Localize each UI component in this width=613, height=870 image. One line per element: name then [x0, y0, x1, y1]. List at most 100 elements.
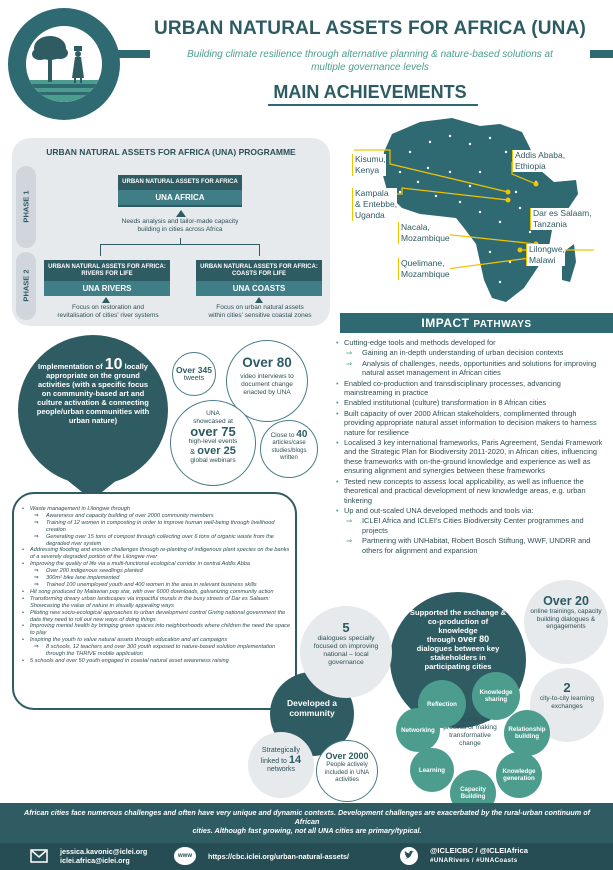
programme-title: URBAN NATURAL ASSETS FOR AFRICA (UNA) PR… — [46, 147, 296, 157]
tree-woman-icon — [26, 36, 102, 102]
tweets-label: tweets — [183, 375, 205, 382]
city-label-nacala: Nacala, Mozambique — [398, 222, 450, 244]
city-label-kisumu: Kisumu, Kenya — [352, 154, 386, 176]
city-name: Quelimane, — [401, 258, 445, 268]
articles-pre: Close to — [270, 432, 295, 439]
una-africa-desc-2: building in cities across Africa — [137, 226, 223, 233]
city-label-lilongwe: Lilongwe, Malawi — [526, 244, 565, 266]
twitter-handles[interactable]: @ICLEICBC / @ICLEIAfrica — [430, 846, 528, 855]
integral-text: Integral to the process of making transf… — [440, 716, 500, 748]
city-name: Nacala, — [401, 222, 430, 232]
ring-learning: Learning — [410, 748, 454, 792]
una-rivers-node: URBAN NATURAL ASSETS FOR AFRICA: RIVERS … — [44, 260, 170, 296]
exchange-line: stakeholders in — [430, 653, 486, 662]
dialogues-number: 5 — [342, 620, 350, 635]
list-item: Improving the quality of life via a mult… — [20, 561, 292, 568]
una-africa-desc-1: Needs analysis and tailor-made capacity — [121, 218, 239, 225]
arrow-up-icon — [176, 210, 186, 217]
articles-number: 40 — [296, 429, 308, 440]
impact-header-bar — [340, 313, 613, 333]
online-label: online trainings, capacity building dial… — [530, 608, 602, 630]
list-item: Improving mental health by bringing gree… — [20, 623, 292, 637]
city-country: Kenya — [355, 165, 380, 175]
city-label-addis: Addis Ababa, Ethiopia — [512, 150, 566, 172]
implementation-number: 10 — [104, 356, 123, 373]
footer-note-line-2: cities. Although fast growing, not all U… — [192, 826, 422, 835]
showcase-number-2: over 25 — [197, 444, 236, 457]
phase-2-label: PHASE 2 — [21, 269, 31, 302]
una-coasts-label: UNA COASTS — [196, 281, 322, 296]
city-name: Lilongwe, — [529, 244, 565, 254]
integral-label: Integral to the process of making transf… — [443, 716, 497, 747]
c2c-label: city-to-city learning exchanges — [539, 695, 595, 710]
footer-note-line-1: African cities face numerous challenges … — [24, 808, 590, 826]
community-label: Developed a community — [286, 698, 338, 718]
tweets-circle: Over 345 tweets — [172, 352, 216, 396]
email-block[interactable]: jessica.kavonic@iclei.org iclei.africa@i… — [60, 847, 147, 865]
list-item: Built capacity of over 2000 African stak… — [334, 409, 608, 437]
video-number: Over 80 — [242, 355, 292, 370]
una-coasts-description: Focus on urban natural assets within cit… — [192, 304, 328, 320]
una-africa-top-label: URBAN NATURAL ASSETS FOR AFRICA — [122, 179, 238, 185]
list-item: 5 schools and over 50 youth engaged in c… — [20, 658, 292, 665]
exchange-line: co-production of — [427, 617, 489, 626]
showcase-pre: UNA showcased at — [193, 410, 233, 425]
online-circle: Over 20 online trainings, capacity build… — [524, 580, 608, 664]
sub-list-item: Partnering with UNHabitat, Robert Bosch … — [334, 536, 608, 555]
video-label: video interviews to document change enac… — [240, 373, 294, 396]
una-africa-description: Needs analysis and tailor-made capacity … — [100, 218, 260, 234]
list-item: Hit song produced by Malawian pop star, … — [20, 589, 292, 596]
sub-list-item: Generating over 15 tons of compost throu… — [20, 534, 292, 548]
city-label-quelimane: Quelimane, Mozambique — [398, 258, 450, 280]
web-icon-label: www — [177, 853, 192, 859]
ring-label: Networking — [401, 726, 435, 734]
city-name: Kisumu, — [355, 154, 386, 164]
showcase-circle: UNA showcased at over 75 high-level even… — [170, 400, 256, 486]
implementation-text: Implementation of 10 locally appropriate… — [34, 357, 152, 426]
people-number: Over 2000 — [325, 751, 369, 761]
una-africa-label: UNA AFRICA — [118, 190, 242, 205]
linked-circle: Strategically linked to 14 networks — [248, 732, 314, 798]
una-rivers-desc-1: Focus on restoration and — [72, 304, 144, 311]
page-subtitle: Building climate resilience through alte… — [150, 46, 590, 76]
showcase-label-1: high-level events — [188, 438, 238, 445]
city-name: Kampala — [355, 188, 389, 198]
phase-2-tab — [16, 252, 36, 320]
sub-list-item: Trained 100 unemployed youth and 400 wom… — [20, 582, 292, 589]
twitter-block[interactable]: @ICLEICBC / @ICLEIAfrica #UNARivers / #U… — [430, 846, 528, 866]
una-rivers-label: UNA RIVERS — [44, 281, 170, 296]
implementation-circle — [18, 335, 168, 485]
list-item: Localised 3 key international frameworks… — [334, 438, 608, 476]
tweets-number: Over 345 — [176, 365, 212, 375]
showcase-number-1: over 75 — [190, 424, 236, 439]
madagascar-shape — [562, 244, 576, 282]
twitter-icon — [400, 847, 418, 865]
sub-list-item: Awareness and capacity building of over … — [20, 513, 292, 520]
exchange-line: dialogues between key — [416, 644, 500, 653]
una-rivers-description: Focus on restoration and revitalisation … — [40, 304, 176, 320]
list-item: Piloting new socio-ecological approaches… — [20, 610, 292, 624]
people-label: People actively included in UNA activiti… — [324, 761, 370, 783]
arrow-up-icon — [255, 297, 263, 303]
section-underline — [268, 104, 478, 106]
hashtags[interactable]: #UNARivers / #UNACoasts — [430, 857, 518, 864]
c2c-number: 2 — [563, 680, 571, 695]
list-item: Enabled institutional (culture) transfor… — [334, 398, 608, 408]
email-link-1[interactable]: jessica.kavonic@iclei.org — [60, 847, 148, 856]
city-label-dar: Dar es Salaam, Tanzania — [530, 208, 592, 230]
footer-note: African cities face numerous challenges … — [12, 808, 602, 835]
exchange-line: knowledge — [438, 626, 478, 635]
email-icon — [30, 849, 48, 863]
city-country: & Entebbe, — [355, 199, 398, 209]
email-link-2[interactable]: iclei.africa@iclei.org — [60, 856, 130, 865]
ring-label: Learning — [418, 766, 446, 774]
impact-list: Cutting-edge tools and methods developed… — [334, 338, 608, 556]
linked-number: 14 — [288, 753, 302, 766]
una-africa-node: URBAN NATURAL ASSETS FOR AFRICA UNA AFRI… — [118, 175, 242, 207]
city-name: Dar es Salaam, — [533, 208, 592, 218]
city-country: Mozambique — [401, 233, 450, 243]
city-country: Ethiopia — [515, 161, 546, 171]
website-link[interactable]: https://cbc.iclei.org/urban-natural-asse… — [208, 852, 349, 861]
una-rivers-desc-2: revitalisation of cities' river systems — [57, 312, 159, 319]
phase-1-label: PHASE 1 — [21, 190, 31, 223]
